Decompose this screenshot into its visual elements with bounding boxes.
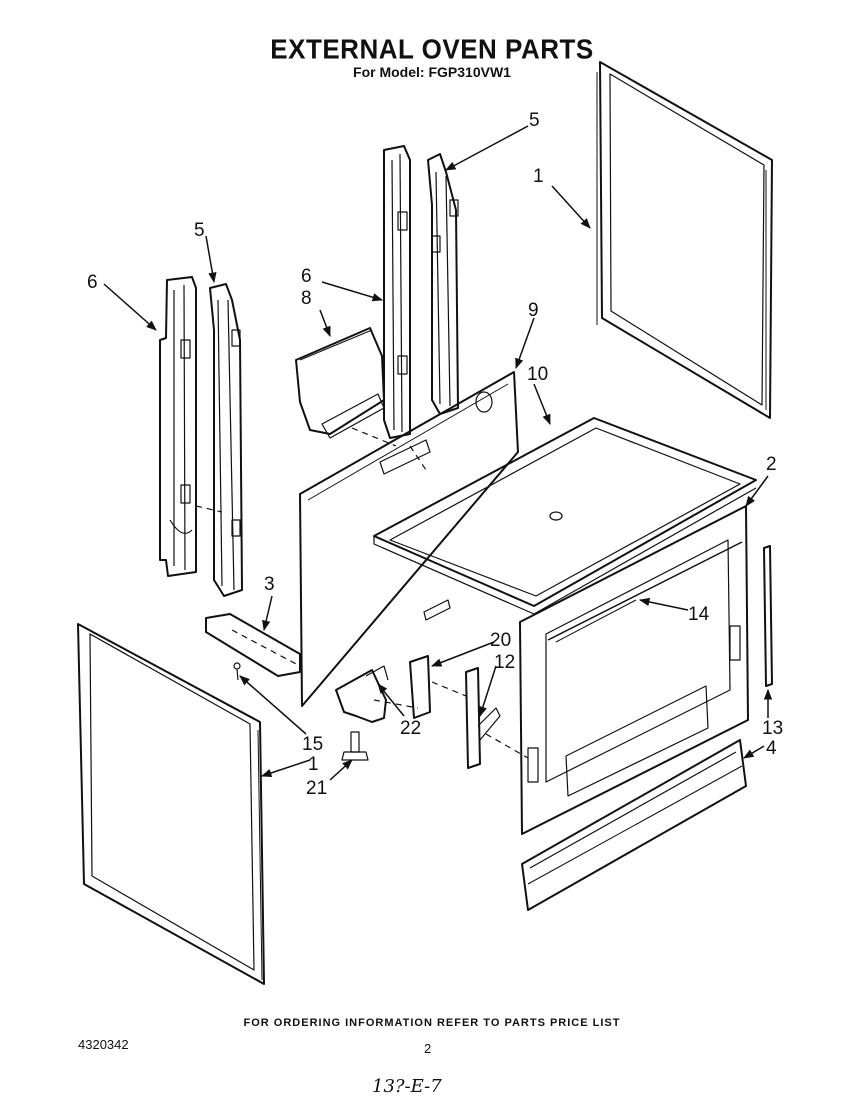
- page-number: 2: [424, 1041, 432, 1056]
- vent-duct-part: [295, 327, 385, 439]
- rear-channel-left-part: [159, 276, 197, 577]
- diagram-title: EXTERNAL OVEN PARTS: [270, 33, 594, 65]
- callout-2: 2: [766, 454, 777, 475]
- callout-1-top: 1: [533, 166, 544, 187]
- callout-8: 8: [301, 288, 312, 309]
- hinge-part: [465, 667, 501, 769]
- document-number: 4320342: [78, 1037, 129, 1052]
- callout-15: 15: [302, 734, 323, 755]
- callout-6-left: 6: [87, 272, 98, 293]
- callout-14: 14: [688, 604, 710, 625]
- callout-5-top: 5: [529, 110, 540, 131]
- callout-12: 12: [494, 652, 515, 673]
- callout-leaders: [103, 125, 773, 781]
- callout-5-left: 5: [194, 220, 205, 241]
- callout-labels: 5 1 5 6 6 8 9 10 2 3 14 20 12 22 15 1 21…: [87, 110, 783, 799]
- rear-channel-right-part: [383, 145, 411, 439]
- oven-bottom-panel-part: [373, 417, 757, 615]
- callout-20: 20: [490, 630, 511, 651]
- alignment-lines: [195, 427, 529, 759]
- callout-13: 13: [762, 718, 783, 739]
- bottom-bracket-part: [205, 613, 301, 677]
- front-frame-part: [519, 505, 749, 835]
- kick-plate-part: [521, 739, 747, 911]
- callout-1-bottom: 1: [308, 754, 319, 775]
- side-panel-left-part: [77, 623, 265, 985]
- front-channel-right-part: [427, 153, 459, 415]
- side-panel-right-part: [596, 61, 773, 419]
- callout-21: 21: [306, 778, 327, 799]
- callout-9: 9: [528, 300, 539, 321]
- burner-tube-part: [335, 665, 389, 723]
- front-channel-left-part: [209, 283, 243, 597]
- callout-4: 4: [766, 738, 777, 759]
- callout-6-mid: 6: [301, 266, 312, 287]
- back-panel-part: [299, 371, 519, 707]
- callout-3: 3: [264, 574, 275, 595]
- leveling-leg-part: [341, 731, 369, 761]
- screw-part: [233, 662, 241, 681]
- small-bracket-part: [409, 655, 431, 719]
- trim-strip-part: [763, 545, 773, 687]
- callout-22: 22: [400, 718, 421, 739]
- ordering-note: FOR ORDERING INFORMATION REFER TO PARTS …: [243, 1017, 621, 1029]
- model-subtitle: For Model: FGP310VW1: [353, 64, 511, 80]
- front-rod-part: [547, 541, 743, 641]
- handwritten-code: 13?-E-7: [372, 1076, 442, 1097]
- callout-10: 10: [527, 364, 548, 385]
